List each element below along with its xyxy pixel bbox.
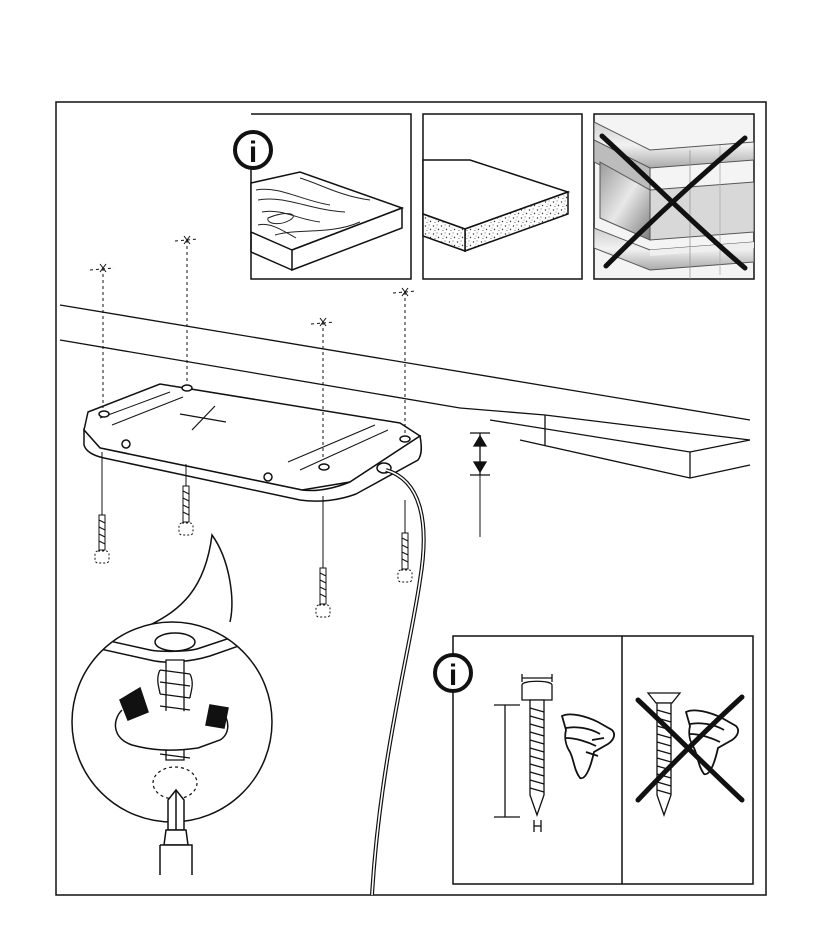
magnified-detail (60, 535, 290, 875)
screw (179, 486, 193, 535)
particleboard-panel (423, 114, 582, 279)
mounting-hole (182, 385, 192, 391)
alignment-crosses (100, 236, 408, 326)
mounting-hole (99, 411, 109, 417)
screw-types-panel-group: i (435, 636, 753, 884)
mounting-hole (319, 464, 329, 470)
wireless-charging-pad (84, 384, 421, 501)
materials-panel-group: i (235, 114, 754, 280)
screw (398, 533, 412, 582)
info-icon-glyph: i (249, 136, 257, 169)
info-icon-glyph: i (449, 659, 457, 692)
mounting-hole (400, 436, 410, 442)
steel-beam-panel (594, 114, 754, 280)
power-cable (372, 470, 424, 895)
wood-board-panel (251, 114, 411, 279)
screw (316, 568, 330, 617)
screws-below (95, 486, 412, 617)
info-icon: i (235, 132, 271, 169)
thickness-indicator (470, 433, 490, 537)
info-icon: i (435, 655, 471, 692)
screw (95, 515, 109, 563)
magnifier-callout-tail (150, 535, 232, 625)
